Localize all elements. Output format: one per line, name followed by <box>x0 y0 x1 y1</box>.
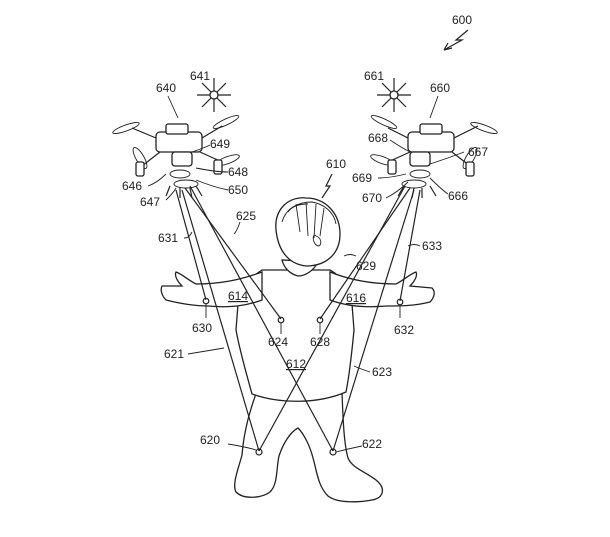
label-616: 616 <box>346 291 366 305</box>
person <box>160 197 435 503</box>
label-612: 612 <box>286 357 306 371</box>
label-641: 641 <box>190 69 210 83</box>
label-640: 640 <box>156 81 176 95</box>
anchor-dot-624 <box>277 316 285 324</box>
label-630: 630 <box>192 321 212 335</box>
tether-631 <box>175 189 207 301</box>
label-628: 628 <box>310 335 330 349</box>
label-668: 668 <box>368 131 388 145</box>
leader-lines <box>147 139 465 453</box>
left-drone <box>112 78 240 199</box>
label-649: 649 <box>210 137 230 151</box>
label-633: 633 <box>422 239 442 253</box>
label-631: 631 <box>158 231 178 245</box>
label-625: 625 <box>236 209 256 223</box>
label-624: 624 <box>268 335 288 349</box>
tether-right-to-620 <box>258 185 406 452</box>
tether-621 <box>181 189 260 452</box>
signal-icon <box>197 78 231 112</box>
label-660: 660 <box>430 81 450 95</box>
label-621: 621 <box>164 347 184 361</box>
tether-629 <box>319 187 411 320</box>
label-650: 650 <box>228 183 248 197</box>
label-622: 622 <box>362 437 382 451</box>
label-600: 600 <box>452 13 472 27</box>
label-620: 620 <box>200 433 220 447</box>
ref-arrow-610 <box>321 173 333 199</box>
label-623: 623 <box>372 365 392 379</box>
person-legs <box>234 387 383 503</box>
signal-icon <box>377 78 411 112</box>
label-646: 646 <box>122 179 142 193</box>
label-667: 667 <box>468 145 488 159</box>
tether-623 <box>332 189 415 452</box>
label-629: 629 <box>356 259 376 273</box>
label-648: 648 <box>228 165 248 179</box>
ref-arrow-600 <box>443 29 469 51</box>
label-610: 610 <box>326 157 346 171</box>
tether-625 <box>189 185 334 452</box>
person-ear <box>312 234 322 247</box>
right-drone <box>370 78 498 199</box>
label-670: 670 <box>362 191 382 205</box>
labels: 600 640 641 661 660 649 648 650 646 647 … <box>122 13 488 451</box>
label-661: 661 <box>364 69 384 83</box>
anchor-dot-628 <box>316 316 324 324</box>
label-647: 647 <box>140 195 160 209</box>
person-hair <box>281 201 337 239</box>
label-614: 614 <box>228 289 248 303</box>
label-666: 666 <box>448 189 468 203</box>
tether-left-to-624 <box>184 187 282 320</box>
label-669: 669 <box>352 171 372 185</box>
person-right-arm <box>329 271 435 308</box>
label-632: 632 <box>394 323 414 337</box>
